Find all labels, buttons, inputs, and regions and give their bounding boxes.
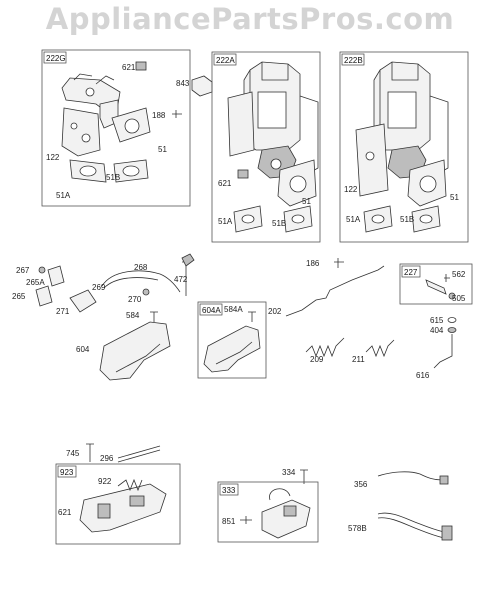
label-51-222B: 51 [450, 193, 459, 202]
cable-group[interactable]: 268 269 270 472 [92, 253, 195, 304]
kit-923[interactable]: 923 922 621 [55, 463, 181, 545]
kit-222G[interactable]: 222G 621 188 122 51 51B 51A [41, 49, 191, 207]
label-843: 843 [176, 79, 190, 88]
label-209: 209 [310, 355, 324, 364]
label-334: 334 [282, 468, 296, 477]
label-51A: 51A [56, 191, 71, 200]
label-356: 356 [354, 480, 368, 489]
part-843[interactable]: 843 [176, 75, 213, 97]
kit-222A[interactable]: 222A 621 51 51A 51B [211, 51, 321, 243]
label-922: 922 [98, 477, 112, 486]
lever-group[interactable]: 615 404 616 [416, 316, 457, 380]
throttle-linkage-group[interactable]: 267 265A 265 271 [12, 265, 97, 316]
label-270: 270 [128, 295, 142, 304]
label-51B: 51B [106, 173, 120, 182]
label-296: 296 [100, 454, 114, 463]
label-745: 745 [66, 449, 80, 458]
label-615: 615 [430, 316, 444, 325]
governor-rod-group[interactable]: 186 202 [268, 258, 385, 317]
label-271: 271 [56, 307, 70, 316]
bolt-and-link-group[interactable]: 745 296 [66, 443, 161, 463]
kit-label-604A: 604A [202, 306, 221, 315]
label-505: 505 [452, 294, 466, 303]
label-404: 404 [430, 326, 444, 335]
kit-label-227: 227 [404, 268, 418, 277]
kit-label-923: 923 [60, 468, 74, 477]
label-122-222B: 122 [344, 185, 358, 194]
kit-label-222B: 222B [344, 56, 363, 65]
label-604: 604 [76, 345, 90, 354]
label-265A: 265A [26, 278, 45, 287]
kit-227[interactable]: 227 562 505 [399, 263, 473, 305]
label-51B-222A: 51B [272, 219, 286, 228]
label-122: 122 [46, 153, 60, 162]
label-584A: 584A [224, 305, 243, 314]
wiring-group[interactable]: 356 578B [348, 471, 453, 541]
springs-group[interactable]: 209 211 [305, 337, 395, 364]
label-269: 269 [92, 283, 106, 292]
part-604[interactable]: 584 604 [76, 311, 171, 381]
label-584: 584 [126, 311, 140, 320]
kit-label-333: 333 [222, 486, 236, 495]
kit-604A[interactable]: 604A 584A [197, 301, 267, 379]
label-188: 188 [152, 111, 166, 120]
label-621: 621 [122, 63, 136, 72]
label-616: 616 [416, 371, 430, 380]
label-51: 51 [158, 145, 167, 154]
label-265: 265 [12, 292, 26, 301]
label-51A-222B: 51A [346, 215, 361, 224]
label-851: 851 [222, 517, 236, 526]
kit-333[interactable]: 333 851 [217, 481, 319, 543]
kit-label-222G: 222G [46, 54, 66, 63]
label-268: 268 [134, 263, 148, 272]
kit-label-222A: 222A [216, 56, 235, 65]
label-186: 186 [306, 259, 320, 268]
label-202: 202 [268, 307, 282, 316]
label-211: 211 [352, 355, 365, 364]
kit-222B[interactable]: 222B 122 51 51A 51B [339, 51, 469, 243]
label-267: 267 [16, 266, 30, 275]
label-562: 562 [452, 270, 466, 279]
label-472: 472 [174, 275, 188, 284]
label-578B: 578B [348, 524, 367, 533]
label-51-222A: 51 [302, 197, 311, 206]
label-621-923: 621 [58, 508, 72, 517]
label-51A-222A: 51A [218, 217, 233, 226]
watermark: AppliancePartsPros.com [45, 2, 455, 36]
label-51B-222B: 51B [400, 215, 414, 224]
label-621-222A: 621 [218, 179, 232, 188]
